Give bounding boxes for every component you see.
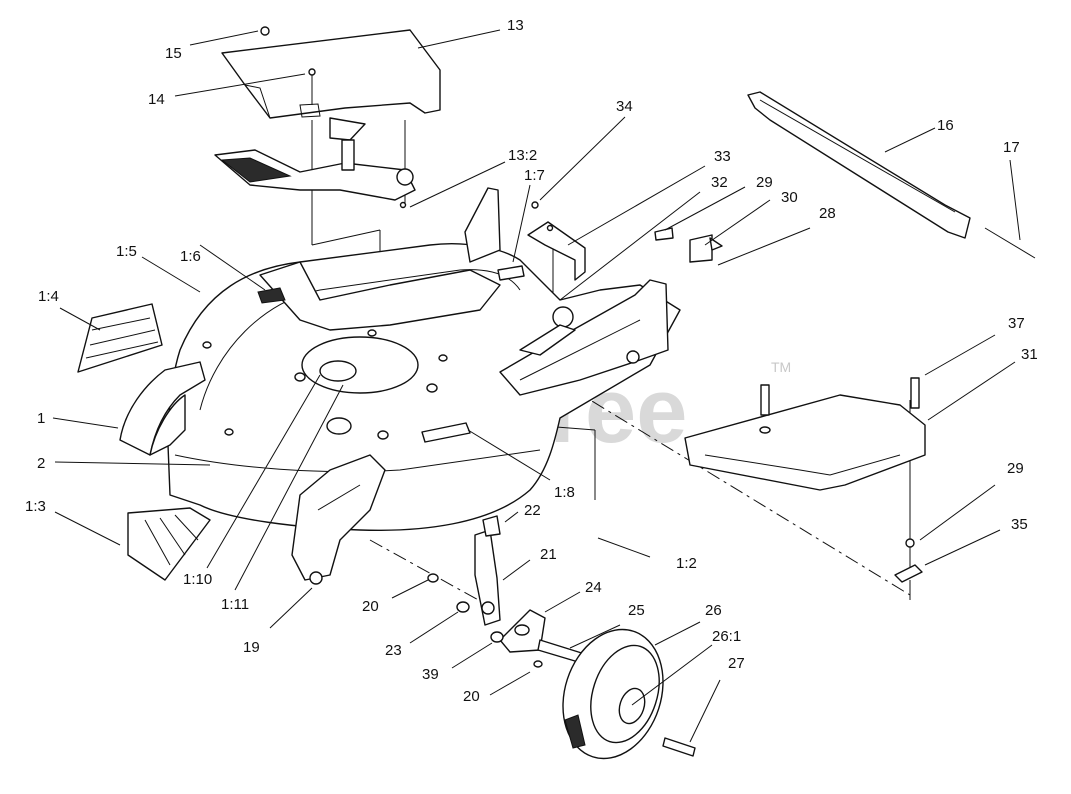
discharge-wedge-1-3 <box>127 507 211 581</box>
screw-29 <box>905 538 915 548</box>
rear-shield-31 <box>684 377 926 491</box>
callout-23: 23 <box>385 642 402 659</box>
callout-24: 24 <box>585 579 602 596</box>
bracket-33 <box>527 201 586 281</box>
screw-15 <box>260 26 270 36</box>
trademark-mark: TM <box>771 359 791 375</box>
washer-20-a <box>427 573 439 583</box>
hardware <box>427 573 543 668</box>
hub-cap-26-1 <box>618 687 646 725</box>
callout-1-5: 1:5 <box>116 243 137 260</box>
callout-1-8: 1:8 <box>554 484 575 501</box>
height-adjust-bracket-21 <box>474 515 501 626</box>
callout-labels: 13 15 14 34 16 17 13:2 33 1:7 32 29 30 2… <box>25 17 1038 705</box>
callout-17: 17 <box>1003 139 1020 156</box>
chute-bracket-13-2 <box>214 117 416 209</box>
callout-28: 28 <box>819 205 836 222</box>
callout-1: 1 <box>37 410 45 427</box>
callout-35: 35 <box>1011 516 1028 533</box>
washer-20-b <box>533 660 543 668</box>
front-side-panel <box>291 454 386 585</box>
rear-cover-13 <box>221 26 441 119</box>
discharge-wedge-1-4 <box>77 303 163 373</box>
front-bumper <box>119 361 206 456</box>
callout-34: 34 <box>616 98 633 115</box>
callout-1-11: 1:11 <box>221 596 249 613</box>
callout-1-6: 1:6 <box>180 248 201 265</box>
callout-15: 15 <box>165 45 182 62</box>
bolt-23 <box>456 601 470 613</box>
screw-34 <box>531 201 539 209</box>
bolt-rear-shield <box>760 384 770 416</box>
callout-13: 13 <box>507 17 524 34</box>
callout-1-7: 1:7 <box>524 167 545 184</box>
callout-33: 33 <box>714 148 731 165</box>
callout-20-b: 20 <box>463 688 480 705</box>
callout-2: 2 <box>37 455 45 472</box>
screw-14 <box>308 68 316 76</box>
callout-27: 27 <box>728 655 745 672</box>
callout-30: 30 <box>781 189 798 206</box>
callout-1-10: 1:10 <box>183 571 212 588</box>
callout-25: 25 <box>628 602 645 619</box>
small-parts-top <box>654 227 723 263</box>
callout-13-2: 13:2 <box>508 147 537 164</box>
mower-deck <box>167 187 681 531</box>
callout-16: 16 <box>937 117 954 134</box>
callout-29-right: 29 <box>1007 460 1024 477</box>
callout-21: 21 <box>540 546 557 563</box>
callout-26: 26 <box>705 602 722 619</box>
callout-1-3: 1:3 <box>25 498 46 515</box>
wheel-arm-24 <box>499 609 589 665</box>
rear-frame <box>499 279 669 396</box>
leader-lines <box>52 29 1021 743</box>
callout-19: 19 <box>243 639 260 656</box>
callout-29-top: 29 <box>756 174 773 191</box>
wheel-bolt-27 <box>662 737 696 757</box>
wheel-26 <box>562 628 696 760</box>
callout-20-a: 20 <box>362 598 379 615</box>
callout-1-4: 1:4 <box>38 288 59 305</box>
bolt-37 <box>910 377 920 409</box>
callout-31: 31 <box>1021 346 1038 363</box>
rod-17 <box>984 227 1036 259</box>
clip-29 <box>654 227 674 241</box>
callout-37: 37 <box>1008 315 1025 332</box>
clip-35 <box>894 564 923 583</box>
callout-1-2: 1:2 <box>676 555 697 572</box>
callout-14: 14 <box>148 91 165 108</box>
callout-26-1: 26:1 <box>712 628 741 645</box>
nut-39 <box>490 631 504 643</box>
small-parts-bottom-right <box>894 538 923 583</box>
callout-32: 32 <box>711 174 728 191</box>
nut-19 <box>309 571 323 585</box>
rear-flap-16 <box>747 91 1036 259</box>
plate-28 <box>689 234 713 263</box>
callout-39: 39 <box>422 666 439 683</box>
spring-30 <box>709 237 723 251</box>
knob-22 <box>482 515 501 537</box>
callout-22: 22 <box>524 502 541 519</box>
